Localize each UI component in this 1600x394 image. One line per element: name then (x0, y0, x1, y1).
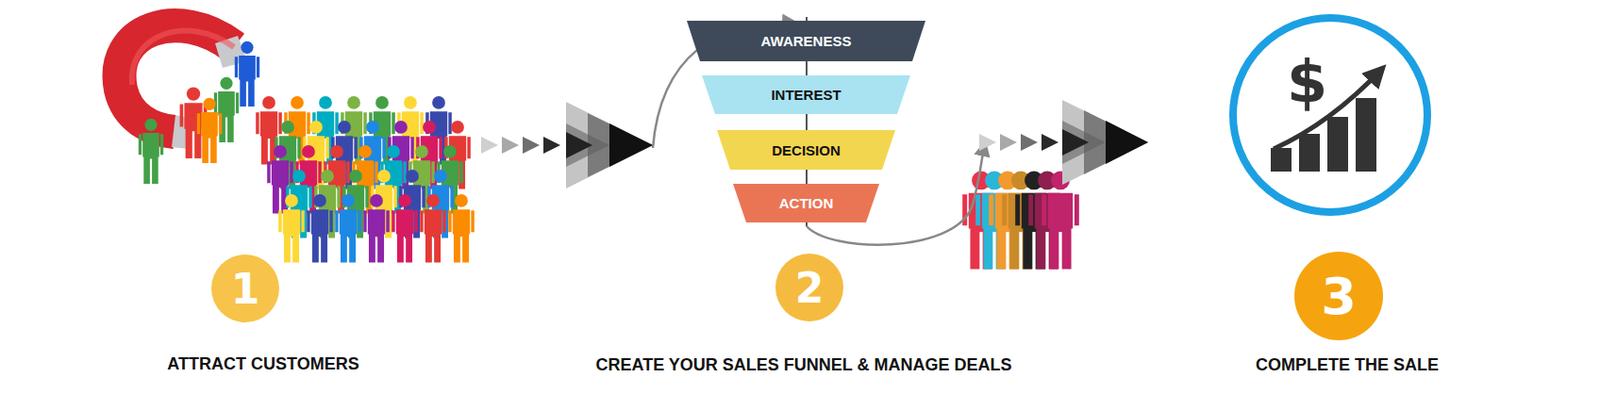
step-number: 2 (795, 264, 825, 313)
step-number: 3 (1320, 266, 1357, 327)
person-figure (1041, 171, 1080, 270)
step-number: 1 (231, 265, 261, 314)
person-figure (363, 194, 390, 263)
step-number-circle: 2 (775, 253, 844, 322)
person-figure (138, 118, 164, 184)
stage-label: DECISION (771, 142, 841, 159)
stage-label: AWARENESS (761, 33, 852, 50)
stage-label: ACTION (779, 195, 834, 212)
step-caption: COMPLETE THE SALE (1255, 355, 1439, 376)
funnel-stage: AWARENESS (686, 20, 926, 62)
icon-circle: $ (1228, 13, 1433, 217)
magnet-icon (119, 25, 248, 150)
dollar-sign: $ (1286, 47, 1328, 117)
step-number-circle: 1 (211, 254, 280, 323)
stage-label: INTEREST (770, 86, 841, 103)
person-figure (278, 194, 305, 263)
person-figure (448, 194, 475, 263)
funnel-stage: ACTION (733, 183, 880, 223)
crowd-figures (138, 41, 475, 264)
person-figure (306, 194, 334, 263)
chevron-arrows (481, 101, 653, 189)
step-caption: ATTRACT CUSTOMERS (166, 354, 359, 375)
step-number-circle: 3 (1294, 251, 1384, 341)
step-caption: CREATE YOUR SALES FUNNEL & MANAGE DEALS (595, 355, 1012, 376)
person-figure (334, 194, 362, 263)
chevron-arrows (979, 100, 1149, 185)
funnel-stage: INTEREST (701, 75, 911, 115)
node-outline (1228, 13, 1433, 217)
person-figure (419, 194, 447, 263)
person-figure (197, 98, 222, 164)
people-group (962, 171, 1080, 270)
funnel-stage: DECISION (716, 130, 896, 170)
person-figure (391, 194, 418, 263)
